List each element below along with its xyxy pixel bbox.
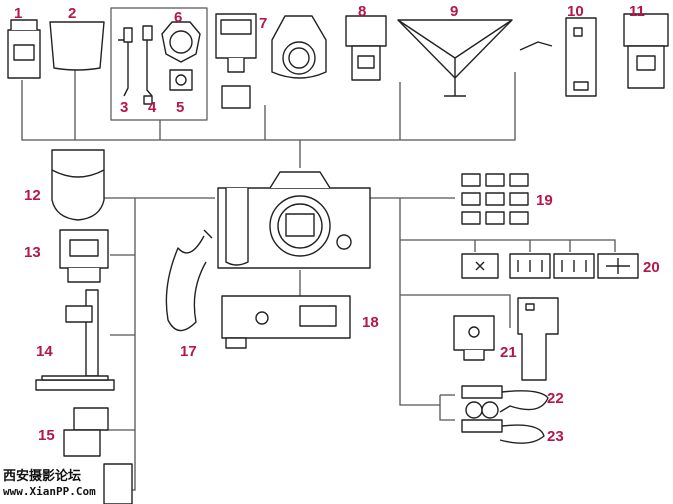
callout-10: 10 <box>567 3 584 20</box>
callout-21: 21 <box>500 344 517 361</box>
callout-23: 23 <box>547 428 564 445</box>
watermark-line-2: www.XianPP.Com <box>3 485 96 498</box>
cable-icon <box>142 25 153 105</box>
shoe-mount-flash-icon <box>345 15 387 81</box>
macro-ring-flash-icon <box>271 15 327 79</box>
callout-11: 11 <box>629 3 645 20</box>
callout-19: 19 <box>536 192 553 209</box>
callout-22: 22 <box>547 390 564 407</box>
cable-icon <box>118 27 133 97</box>
callout-7: 7 <box>259 15 267 32</box>
angle-finder-icon <box>63 407 109 457</box>
callout-14: 14 <box>36 343 53 360</box>
callout-9: 9 <box>450 3 458 20</box>
adapter-icon <box>169 69 193 91</box>
battery-holder-icon <box>519 17 597 97</box>
callout-8: 8 <box>358 3 366 20</box>
watermark-line-1: 西安摄影论坛 <box>3 469 95 484</box>
external-flash-icon <box>215 13 257 109</box>
callout-5: 5 <box>176 99 184 116</box>
reflector-umbrella-icon <box>397 19 513 97</box>
callout-6: 6 <box>174 9 182 26</box>
camera-body-icon <box>217 171 371 269</box>
callout-3: 3 <box>120 99 128 116</box>
hot-shoe-adapter-icon <box>59 229 109 283</box>
copy-stand-icon <box>35 289 115 391</box>
focusing-screens-icon <box>461 173 529 225</box>
lcd-cover-icon <box>49 21 105 71</box>
callout-15: 15 <box>38 427 55 444</box>
callout-13: 13 <box>24 244 41 261</box>
remote-cable-icon <box>461 385 549 419</box>
callout-2: 2 <box>68 5 76 22</box>
battery-charger-icon <box>7 19 41 79</box>
callout-4: 4 <box>148 99 157 116</box>
callout-17: 17 <box>180 343 197 360</box>
callout-12: 12 <box>24 187 41 204</box>
remote-control-icon <box>453 297 559 381</box>
focusing-screen-icon <box>461 253 639 279</box>
case-icon <box>51 149 105 221</box>
callout-18: 18 <box>362 314 379 331</box>
callout-numbers: 1 2 3 4 5 6 7 8 9 10 11 12 13 14 15 16 1… <box>14 3 660 445</box>
remote-cable-icon <box>461 419 545 444</box>
callout-20: 20 <box>643 259 660 276</box>
hand-strap-icon <box>165 229 213 332</box>
large-flash-icon <box>623 13 669 89</box>
ring-adapter-icon <box>161 21 201 63</box>
battery-grip-icon <box>221 295 351 349</box>
callout-1: 1 <box>14 5 22 22</box>
accessory-16-icon <box>103 463 133 504</box>
connector-lines <box>21 70 616 491</box>
